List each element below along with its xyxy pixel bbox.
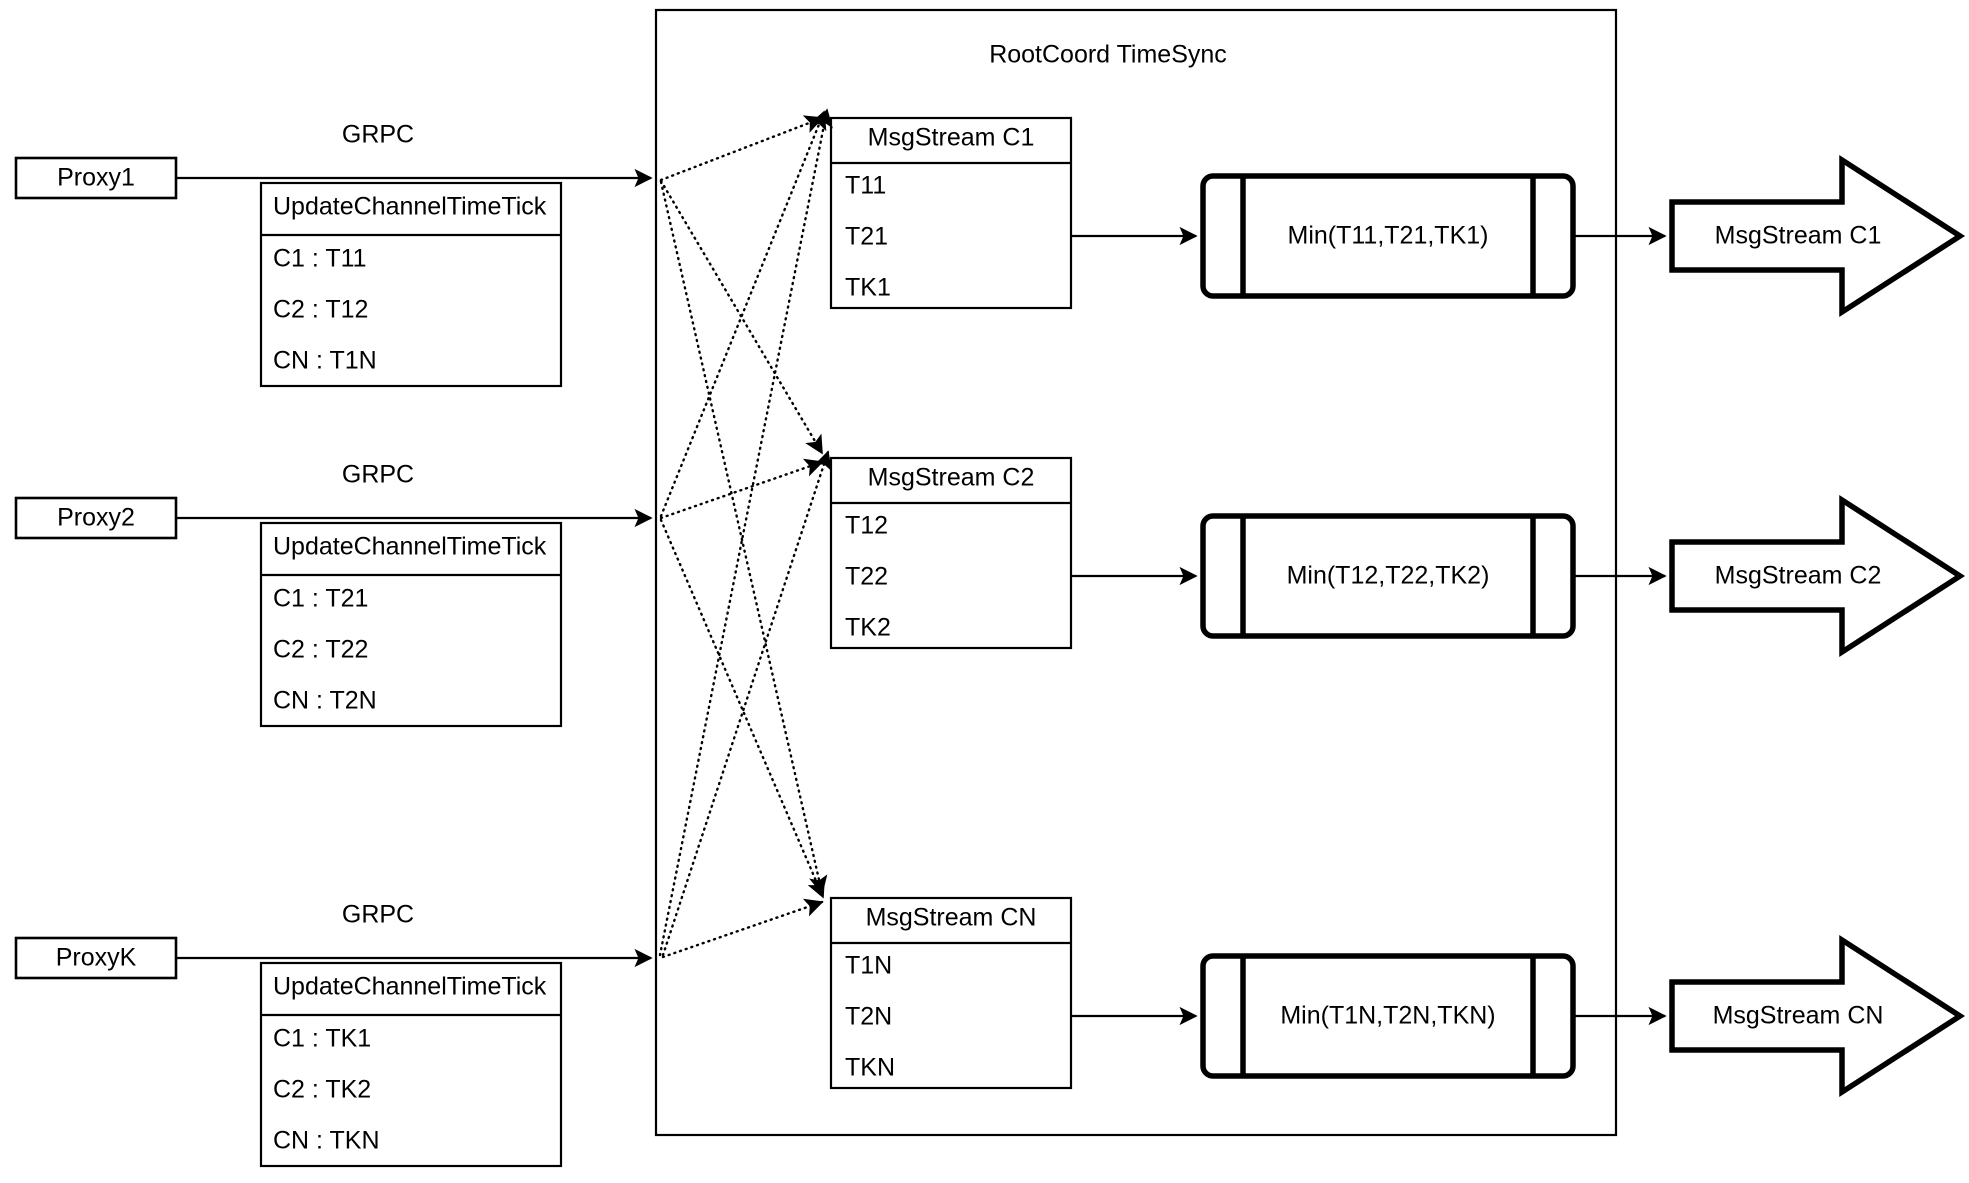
min-label-2: Min(T12,T22,TK2) [1287,562,1490,590]
output-arrow-3 [1669,934,1966,1098]
timetick-table-3-row-1: C2 : TK2 [273,1076,371,1104]
msgstream-box-2-header: MsgStream C2 [868,464,1035,492]
output-arrow-2 [1669,494,1966,658]
msgstream-box-2-row-0: T12 [845,512,888,540]
routing-line-p2-to-c1 [659,110,827,518]
timetick-table-3 [259,961,563,1168]
msgstream-box-3-row-1: T2N [845,1003,892,1031]
rootcoord-timesync-border [654,8,1618,1137]
timetick-table-1-row-1: C2 : T12 [273,296,368,324]
msgstream-box-1-row-2: TK1 [845,274,891,302]
timetick-table-2-row-2: CN : T2N [273,687,377,715]
routing-line-p2-to-cn [659,518,825,899]
output-arrow-2-bg [1672,500,1960,652]
timetick-table-1-header: UpdateChannelTimeTick [273,193,547,221]
grpc-label-1: GRPC [342,121,414,149]
msgstream-box-2 [829,456,1073,650]
timetick-table-2-row-1: C2 : T22 [273,636,368,664]
output-label-1: MsgStream C1 [1715,222,1882,250]
timetick-table-3-header: UpdateChannelTimeTick [273,973,547,1001]
proxy-label-2: Proxy2 [57,504,135,532]
timetick-table-2-row-0: C1 : T21 [273,585,368,613]
routing-line-p2-to-c2 [659,458,824,520]
timetick-table-3-bg [261,963,561,1166]
msgstream-box-1-row-1: T21 [845,223,888,251]
msgstream-box-1 [829,116,1073,310]
routing-line-p1-to-c1 [659,115,824,182]
proxy-label-1: Proxy1 [57,164,135,192]
proxy-box-2-bg [16,498,176,538]
timetick-table-2 [259,521,563,728]
output-label-3: MsgStream CN [1713,1002,1884,1030]
timetick-table-1-row-2: CN : T1N [273,347,377,375]
routing-line-p1-to-cn [659,180,828,895]
proxy-box-3-bg [16,938,176,978]
timetick-table-1-bg [261,183,561,386]
msgstream-box-3-row-2: TKN [845,1054,895,1082]
min-label-1: Min(T11,T21,TK1) [1288,222,1489,250]
routing-line-pk-to-c2 [661,450,832,957]
msgstream-box-3-bg [831,898,1071,1088]
output-label-2: MsgStream C2 [1715,562,1882,590]
proxy-box-1-bg [16,158,176,198]
container-title: RootCoord TimeSync [989,41,1227,69]
msgstream-box-1-bg [831,118,1071,308]
output-arrow-1-bg [1672,160,1960,312]
grpc-label-2: GRPC [342,461,414,489]
msgstream-box-2-bg [831,458,1071,648]
timetick-table-1-row-0: C1 : T11 [273,245,367,273]
proxy-label-3: ProxyK [56,944,137,972]
timetick-table-3-row-0: C1 : TK1 [273,1025,371,1053]
output-arrow-3-bg [1672,940,1960,1092]
routing-line-p1-to-c2 [659,179,824,455]
timetick-table-2-bg [261,523,561,726]
timetick-table-2-header: UpdateChannelTimeTick [273,533,547,561]
min-box-2-bg [1203,516,1573,636]
msgstream-box-2-row-2: TK2 [845,614,891,642]
grpc-label-3: GRPC [342,901,414,929]
msgstream-box-1-header: MsgStream C1 [868,124,1035,152]
msgstream-box-3-row-0: T1N [845,952,892,980]
routing-line-pk-to-cn [661,898,824,959]
min-box-3-bg [1203,956,1573,1076]
msgstream-box-2-row-1: T22 [845,563,888,591]
routing-line-pk-to-c1 [658,108,833,957]
timetick-table-3-row-2: CN : TKN [273,1127,380,1155]
min-box-1-bg [1203,176,1573,296]
msgstream-box-1-row-0: T11 [845,172,886,200]
msgstream-box-3 [829,896,1073,1090]
msgstream-box-3-header: MsgStream CN [866,904,1037,932]
timetick-table-1 [259,181,563,388]
output-arrow-1 [1669,154,1966,318]
min-label-3: Min(T1N,T2N,TKN) [1280,1002,1495,1030]
